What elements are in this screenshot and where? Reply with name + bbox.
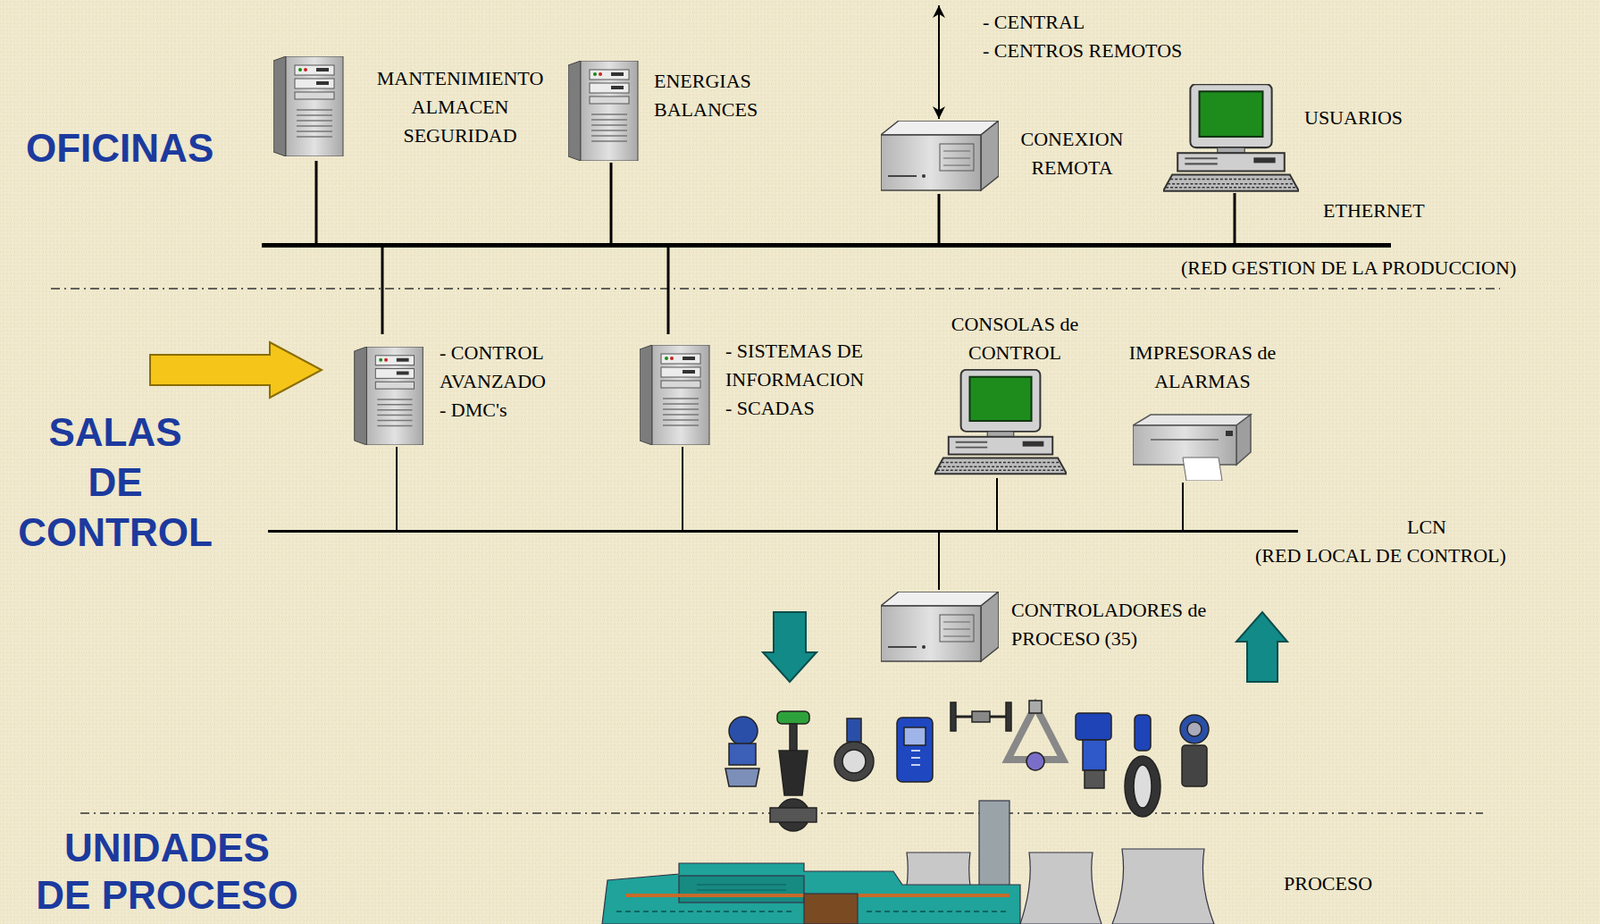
node-label: - CONTROL AVANZADO — [439, 338, 565, 396]
lcn-bus: LCN(RED LOCAL DE CONTROL) — [268, 529, 1299, 533]
node-label: CONTROLADORES de PROCESO (35) — [1011, 595, 1208, 654]
flow-arrows — [150, 342, 1288, 682]
node-label: PROCESO — [1283, 869, 1373, 898]
network-label: (RED GESTION DE LA PRODUCCION) — [1181, 253, 1517, 283]
network-link — [938, 5, 940, 119]
node-label: - CENTRAL — [982, 8, 1085, 37]
node-label: - SISTEMAS DE INFORMACION — [725, 336, 909, 394]
network-label: ETHERNET — [1323, 196, 1425, 226]
server-node: - SISTEMAS DE INFORMACION- SCADAS — [636, 334, 914, 447]
node-label: IMPRESORAS de ALARMAS — [1126, 338, 1279, 396]
section-heading: UNIDADES DE PROCESO — [33, 823, 302, 919]
section-heading: OFICINAS — [25, 123, 214, 174]
network-label: (RED LOCAL DE CONTROL) — [1255, 541, 1507, 570]
process-plant-node: PROCESO — [580, 800, 1439, 922]
node-label: CONEXION REMOTA — [1021, 125, 1124, 183]
user-pc-node: USUARIOS — [1159, 82, 1408, 193]
network-link — [315, 160, 319, 243]
network-link — [395, 446, 398, 530]
printer-node: IMPRESORAS de ALARMAS — [1121, 336, 1287, 483]
network-link — [996, 477, 998, 530]
ethernet-bus: ETHERNET(RED GESTION DE LA PRODUCCION) — [261, 242, 1391, 248]
remote-link-node: CONEXION REMOTA — [875, 118, 1144, 194]
network-link — [381, 247, 385, 335]
network-link — [681, 446, 684, 530]
node-label: CONSOLAS de CONTROL — [947, 309, 1082, 368]
server-node: ENERGIAS BALANCES — [562, 57, 787, 163]
node-label: MANTENIMIENTO ALMACEN SEGURIDAD — [376, 64, 545, 151]
network-link — [667, 247, 671, 335]
console-node: CONSOLAS de CONTROL — [929, 308, 1108, 478]
remote-centre-node: - CENTRAL- CENTROS REMOTOS — [929, 5, 1198, 69]
network-link — [610, 162, 613, 243]
network-label: LCN — [1407, 512, 1447, 542]
process-plant — [602, 800, 1215, 924]
field-instruments — [725, 700, 1209, 831]
node-label: - CENTROS REMOTOS — [982, 36, 1182, 66]
node-label: ENERGIAS BALANCES — [653, 67, 758, 125]
network-link — [938, 193, 941, 243]
computer-icons — [273, 56, 1299, 662]
network-link — [1233, 192, 1237, 243]
server-node: - CONTROL AVANZADO- DMC's — [350, 334, 583, 447]
server-node: MANTENIMIENTO ALMACEN SEGURIDAD — [268, 53, 549, 161]
node-label: USUARIOS — [1304, 103, 1403, 133]
node-label: - DMC's — [439, 395, 507, 425]
controller-node: CONTROLADORES de PROCESO (35) — [877, 589, 1214, 666]
network-link — [938, 532, 940, 590]
section-heading: SALAS DE CONTROL — [17, 407, 213, 558]
network-link — [1181, 482, 1184, 530]
node-label: - SCADAS — [725, 393, 815, 423]
